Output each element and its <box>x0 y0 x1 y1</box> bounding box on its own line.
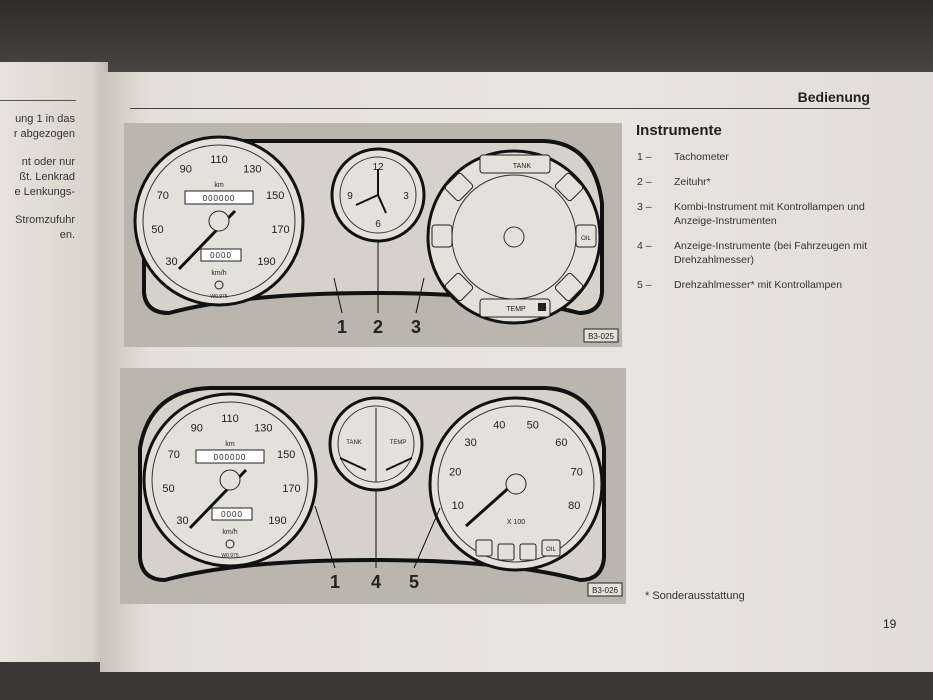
svg-text:X 100: X 100 <box>507 519 525 526</box>
scale-label: 150 <box>277 449 295 461</box>
scale-label: 90 <box>180 164 192 176</box>
left-text-line: ßt. Lenkrad <box>19 171 75 183</box>
scale-label: 20 <box>449 467 461 479</box>
scale-label: 60 <box>555 437 567 449</box>
scale-label: 170 <box>271 224 289 236</box>
svg-text:OIL: OIL <box>581 236 591 242</box>
list-item: 3 –Kombi-Instrument mit Kontrollampen un… <box>637 201 865 227</box>
svg-text:km: km <box>225 441 235 448</box>
scale-label: 190 <box>268 515 286 527</box>
scale-label: 110 <box>210 154 228 166</box>
scale-label: 150 <box>266 190 284 202</box>
svg-text:12: 12 <box>372 162 384 173</box>
figure-code: B3-026 <box>592 586 618 595</box>
scale-label: 90 <box>191 423 203 435</box>
scale-label: 10 <box>452 500 464 512</box>
combination-instrument: TANK TEMP OIL <box>426 149 602 325</box>
svg-text:000000: 000000 <box>214 453 247 462</box>
svg-text:0000: 0000 <box>210 251 232 260</box>
trip-counter <box>211 507 253 521</box>
legend-list: 1 –Tachometer 2 –Zeituhr* 3 –Kombi-Instr… <box>637 150 897 303</box>
scale-label: 30 <box>165 256 177 268</box>
scale-label: 170 <box>282 483 300 495</box>
callouts: 1 2 3 <box>333 241 425 337</box>
svg-text:1: 1 <box>337 317 347 337</box>
scale-label: 70 <box>168 449 180 461</box>
left-page-rule <box>0 100 76 101</box>
header-rule <box>130 108 870 109</box>
scale-label: 50 <box>527 419 539 431</box>
scale-label: 70 <box>571 467 583 479</box>
background <box>0 0 933 80</box>
svg-text:3: 3 <box>403 191 409 202</box>
scale-label: 30 <box>464 437 476 449</box>
svg-text:1: 1 <box>330 572 340 592</box>
tachometer: 10 20 30 40 50 60 70 80 X 100 OIL <box>428 396 604 572</box>
svg-text:TANK: TANK <box>346 440 362 446</box>
svg-text:0000: 0000 <box>221 510 243 519</box>
scale-label: 80 <box>568 500 580 512</box>
odometer <box>184 190 254 205</box>
svg-text:W0.975: W0.975 <box>210 294 227 300</box>
svg-text:W0.975: W0.975 <box>221 553 238 559</box>
left-text-line: en. <box>59 229 75 241</box>
speedometer: 30 50 70 90 110 130 150 170 190 km 000000 0000 k… <box>142 392 318 568</box>
left-page <box>0 62 108 662</box>
scale-label: 70 <box>157 190 169 202</box>
svg-text:km: km <box>214 182 224 189</box>
svg-text:9: 9 <box>347 191 353 202</box>
needle-hub <box>219 469 241 491</box>
svg-text:TANK: TANK <box>513 163 531 170</box>
page-number: 19 <box>883 617 897 631</box>
odometer <box>195 449 265 464</box>
fuel-temp-gauge: TANK TEMP <box>328 396 424 492</box>
scale-label: 130 <box>243 164 261 176</box>
callouts: 1 4 5 <box>314 490 441 592</box>
footnote: * Sonderausstattung <box>645 590 745 602</box>
list-item: 4 –Anzeige-Instrumente (bei Fahrzeugen m… <box>637 240 868 266</box>
left-text-line: ung 1 in das <box>15 113 75 125</box>
svg-text:TEMP: TEMP <box>390 440 407 446</box>
svg-text:4: 4 <box>371 572 381 592</box>
svg-text:km/h: km/h <box>211 270 226 277</box>
section-header: Bedienung <box>797 89 870 105</box>
svg-text:2: 2 <box>373 317 383 337</box>
scale-label: 50 <box>151 224 163 236</box>
page-title: Instrumente <box>636 122 722 139</box>
scale-label: 30 <box>176 515 188 527</box>
warning-lamps: OIL <box>475 539 561 561</box>
svg-text:5: 5 <box>409 572 419 592</box>
figure-code: B3-025 <box>588 332 614 341</box>
list-item: 2 –Zeituhr* <box>637 176 711 188</box>
scale-label: 50 <box>162 483 174 495</box>
trip-counter <box>200 248 242 262</box>
svg-text:TEMP: TEMP <box>506 306 526 313</box>
svg-text:km/h: km/h <box>222 529 237 536</box>
speedometer: 30 50 70 90 110 130 150 170 190 km 000000 0000 k… <box>133 135 305 307</box>
svg-text:3: 3 <box>411 317 421 337</box>
needle-hub <box>208 210 230 232</box>
svg-text:OIL: OIL <box>546 547 556 553</box>
svg-text:000000: 000000 <box>203 194 236 203</box>
left-text-line: r abgezogen <box>13 128 75 140</box>
clock: 12 3 6 9 <box>330 147 426 243</box>
scale-label: 130 <box>254 423 272 435</box>
svg-text:6: 6 <box>375 219 381 230</box>
left-text-line: nt oder nur <box>21 156 75 168</box>
instrument-figure-1: 30 50 70 90 110 130 150 170 190 km 000000 0000 k… <box>124 123 622 347</box>
list-item: 5 –Drehzahlmesser* mit Kontrollampen <box>637 279 843 291</box>
scale-label: 40 <box>493 419 505 431</box>
scale-label: 110 <box>221 413 239 425</box>
left-text-line: e Lenkungs- <box>14 186 75 198</box>
left-text-line: Stromzufuhr <box>15 214 75 226</box>
list-item: 1 –Tachometer <box>637 151 729 163</box>
scale-label: 190 <box>257 256 275 268</box>
